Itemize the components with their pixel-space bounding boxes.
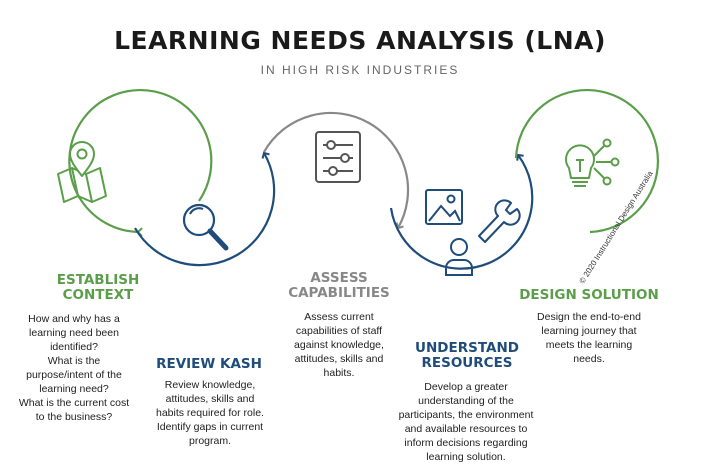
magnifier-icon bbox=[182, 203, 229, 251]
lightbulb-icon bbox=[565, 138, 620, 187]
arc-design-solution bbox=[514, 89, 659, 234]
arc-understand-resources bbox=[389, 153, 534, 270]
map-location-icon bbox=[57, 141, 107, 203]
design-solution-text: Design the end-to-end learning journey t… bbox=[537, 311, 641, 365]
establish-context-heading: ESTABLISH CONTEXT bbox=[56, 272, 140, 303]
understand-resources-heading: UNDERSTAND RESOURCES bbox=[415, 340, 519, 371]
arc-review-kash bbox=[134, 151, 276, 267]
establish-context-text: How and why has a learning need been ide… bbox=[18, 313, 130, 423]
review-kash-heading: REVIEW KASH bbox=[156, 356, 262, 372]
image-icon bbox=[425, 189, 463, 225]
wrench-icon bbox=[478, 199, 521, 243]
person-icon bbox=[445, 238, 473, 276]
assess-capabilities-text: Assess current capabilities of staff aga… bbox=[294, 311, 384, 379]
page-title: LEARNING NEEDS ANALYSIS (LNA) bbox=[114, 26, 606, 55]
arc-assess-capabilities bbox=[263, 111, 410, 230]
sliders-icon bbox=[315, 131, 361, 183]
understand-resources-text: Develop a greater understanding of the p… bbox=[398, 381, 534, 463]
design-solution-heading: DESIGN SOLUTION bbox=[519, 287, 659, 303]
page-subtitle: IN HIGH RISK INDUSTRIES bbox=[260, 63, 460, 77]
assess-capabilities-heading: ASSESS CAPABILITIES bbox=[288, 270, 390, 301]
review-kash-text: Review knowledge, attitudes, skills and … bbox=[156, 379, 264, 447]
arc-establish-context bbox=[68, 88, 213, 237]
